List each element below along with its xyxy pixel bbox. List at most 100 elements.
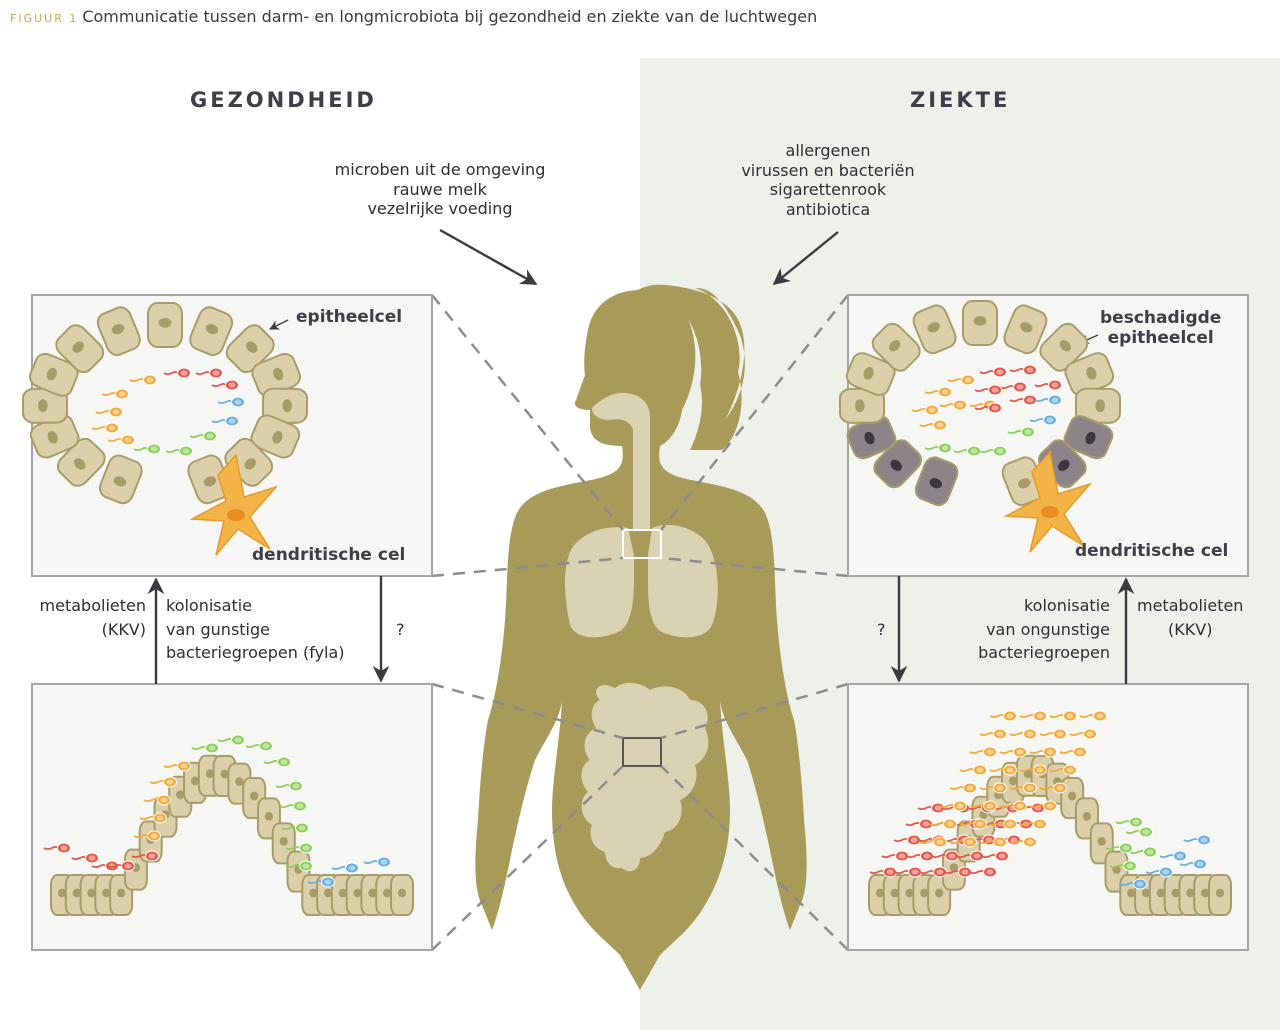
bacterium: [1009, 836, 1037, 848]
bacterium: [211, 415, 239, 427]
bacterium: [1029, 800, 1057, 812]
bacterium: [217, 734, 245, 746]
bacterium: [939, 800, 967, 812]
disease-colonisation-label: kolonisatie van ongunstige bacteriegroep…: [930, 594, 1110, 665]
health-colonisation-label: kolonisatie van gunstige bacteriegroepen…: [166, 594, 345, 665]
influence-item: antibiotica: [785, 199, 871, 219]
bacterium: [869, 866, 897, 878]
bacterium: [307, 876, 335, 888]
disease-heading: ZIEKTE: [910, 88, 1011, 112]
bacterium: [131, 850, 159, 862]
bacterium: [71, 852, 99, 864]
bacterium: [1039, 728, 1067, 740]
bacterium: [1049, 764, 1077, 776]
bacterium: [1159, 850, 1187, 862]
bacterium: [1109, 860, 1137, 872]
bacterium: [1019, 764, 1047, 776]
epithelial-pointer: [269, 319, 289, 330]
health-influence-arrow: [439, 228, 538, 286]
bacterium: [947, 374, 975, 386]
bacterium: [999, 746, 1027, 758]
epithelial-cell: [28, 353, 79, 397]
bacterium: [969, 800, 997, 812]
bacterium: [974, 384, 1002, 396]
bacterium: [1039, 782, 1067, 794]
bacteria-layer: [43, 364, 1211, 890]
intestines: [581, 682, 709, 872]
bacterium: [1079, 710, 1107, 722]
epithelial-cell: [56, 437, 106, 487]
bacterium: [919, 836, 947, 848]
colonisation-line: bacteriegroepen (fyla): [166, 643, 345, 662]
bacterium: [911, 404, 939, 416]
colonisation-line: van ongunstige: [986, 619, 1110, 639]
bacterium: [1029, 414, 1057, 426]
bacterium: [953, 445, 981, 457]
bacterium: [894, 866, 922, 878]
bacterium: [1049, 710, 1077, 722]
damaged-epithelial-line-1: beschadigde: [1100, 308, 1222, 328]
bacterium: [217, 396, 245, 408]
metabolites-line: metabolieten: [39, 596, 146, 615]
bacterium: [944, 866, 972, 878]
influence-item: virussen en bacteriën: [741, 160, 915, 180]
bacterium: [107, 860, 135, 872]
bacterium: [133, 830, 161, 842]
bacterium: [1009, 394, 1037, 406]
dendritic-cell-label: dendritische cel: [252, 545, 406, 565]
epithelial-cell: [1003, 304, 1048, 355]
bacterium: [959, 818, 987, 830]
bacterium: [1009, 728, 1037, 740]
epithelial-cell-label: epitheelcel: [296, 307, 403, 327]
epithelial-cell: [225, 324, 275, 374]
bacterium: [163, 760, 191, 772]
disease-dendritic-cell-label: dendritische cel: [1075, 541, 1229, 561]
epithelial-cell: [55, 324, 105, 374]
bacterium: [1119, 878, 1147, 890]
bacterium: [285, 842, 313, 854]
bacterium: [924, 442, 952, 454]
bacterium: [989, 818, 1017, 830]
bacterium: [979, 728, 1007, 740]
figure-label: FIGUUR 1: [10, 12, 79, 25]
epithelial-cell: [962, 300, 998, 346]
health-influence-list: microben uit de omgeving rauwe melk veze…: [300, 160, 580, 219]
bacterium: [245, 740, 273, 752]
bacterium: [1009, 782, 1037, 794]
influence-item: microben uit de omgeving: [334, 160, 546, 179]
bacterium: [279, 800, 307, 812]
bacterium: [1069, 728, 1097, 740]
health-unknown-label: ?: [396, 620, 405, 639]
left-lung: [564, 527, 634, 638]
bacterium: [969, 866, 997, 878]
bacterium: [101, 388, 129, 400]
bacterium: [149, 776, 177, 788]
colonisation-line: kolonisatie: [166, 596, 253, 615]
bacterium: [1019, 710, 1047, 722]
bacterium: [1029, 746, 1057, 758]
disease-metabolites-label: metabolieten (KKV): [1137, 594, 1243, 641]
influence-item: rauwe melk: [393, 179, 487, 199]
bacterium: [1019, 818, 1047, 830]
dendritic-cell: [1003, 450, 1093, 553]
epithelial-cell: [390, 874, 414, 916]
bacterium: [195, 367, 223, 379]
bacterium: [1009, 364, 1037, 376]
bacterium: [959, 764, 987, 776]
bacterium: [999, 381, 1027, 393]
bacterium: [133, 443, 161, 455]
colonisation-line: kolonisatie: [1023, 596, 1110, 615]
bacterium: [1125, 826, 1153, 838]
damaged-epithelial-line-2: epitheelcel: [1107, 328, 1214, 348]
bacterium: [979, 836, 1007, 848]
disease-influence-list: allergenen virussen en bacteriën sigaret…: [698, 141, 958, 219]
influence-item: allergenen: [785, 141, 871, 160]
bacterium: [363, 856, 391, 868]
bacterium: [1129, 846, 1157, 858]
epithelial-cell: [1039, 322, 1089, 372]
respiratory-tract: [564, 392, 718, 638]
bacterium: [1059, 746, 1087, 758]
bacterium: [939, 399, 967, 411]
damaged-epithelial-label: beschadigde epitheelcel: [1100, 308, 1221, 348]
projection-lines: [431, 294, 849, 951]
